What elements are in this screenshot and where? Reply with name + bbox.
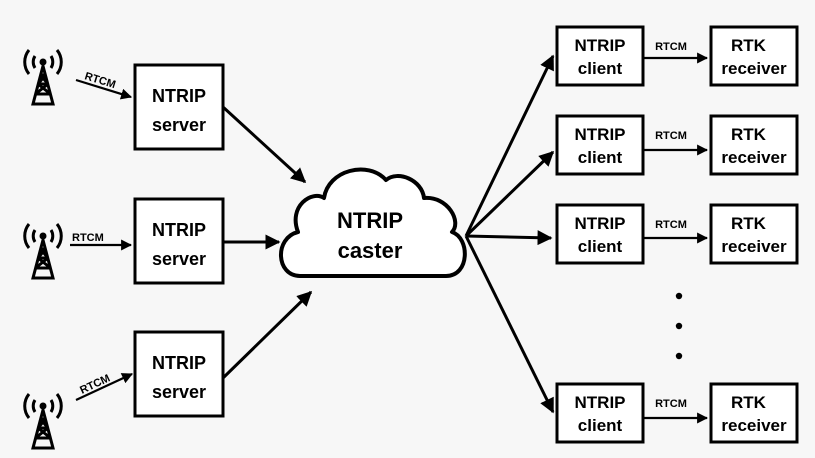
ntrip-server-box: NTRIP server (133, 330, 225, 418)
rtcm-link-arrow (75, 373, 133, 401)
vertical-dots (675, 292, 683, 360)
ntrip-caster-cloud: NTRIP caster (279, 167, 467, 278)
rtk-receiver-box (709, 203, 799, 265)
ntrip-client-box (555, 114, 645, 176)
rtk-receiver-box (709, 25, 799, 87)
cloud-icon (279, 167, 467, 278)
client-label-line2: client (578, 416, 623, 435)
receiver-label-line2: receiver (721, 148, 787, 167)
rtk-receiver-box (709, 382, 799, 444)
client-label-line2: client (578, 148, 623, 167)
receiver-label-line1: RTK (731, 36, 767, 55)
rtcm-label: RTCM (72, 232, 104, 244)
client-label-line1: NTRIP (575, 393, 626, 412)
rtcm-label: RTCM (655, 398, 687, 410)
server-label-line2: server (152, 382, 206, 402)
rtcm-label: RTCM (655, 41, 687, 53)
rtk-receiver-box (709, 114, 799, 176)
antenna-tower-icon (23, 392, 63, 450)
client-label-line2: client (578, 237, 623, 256)
client-row: NTRIP client RTCM RTK receiver (555, 114, 799, 176)
server-label-line1: NTRIP (152, 220, 206, 240)
caster-label-line2: caster (338, 238, 403, 263)
receiver-label-line2: receiver (721, 237, 787, 256)
server-to-caster-arrow (221, 290, 313, 380)
ntrip-client-box (555, 203, 645, 265)
client-row: NTRIP client RTCM RTK receiver (555, 203, 799, 265)
ntrip-client-box (555, 25, 645, 87)
rtcm-label: RTCM (78, 372, 112, 396)
receiver-label-line1: RTK (731, 125, 767, 144)
ntrip-server-box: NTRIP server (133, 63, 225, 151)
antenna-tower-icon (23, 48, 63, 106)
receiver-label-line2: receiver (721, 416, 787, 435)
caster-to-client-arrow (464, 235, 555, 414)
client-label-line1: NTRIP (575, 214, 626, 233)
server-label-line1: NTRIP (152, 86, 206, 106)
caster-to-client-arrow (464, 54, 555, 237)
caster-to-client-arrow (465, 230, 553, 246)
server-label-line2: server (152, 115, 206, 135)
antenna-tower-icon (23, 222, 63, 280)
receiver-label-line1: RTK (731, 214, 767, 233)
rtcm-label: RTCM (655, 130, 687, 142)
caster-to-client-arrow (464, 150, 555, 238)
ntrip-client-box (555, 382, 645, 444)
ntrip-server-box: NTRIP server (133, 197, 225, 285)
rtcm-link-arrow (75, 78, 133, 100)
client-row: NTRIP client RTCM RTK receiver (555, 382, 799, 444)
client-label-line1: NTRIP (575, 125, 626, 144)
receiver-label-line1: RTK (731, 393, 767, 412)
rtcm-label: RTCM (655, 219, 687, 231)
server-to-caster-arrow (221, 105, 307, 184)
client-label-line2: client (578, 59, 623, 78)
caster-label-line1: NTRIP (337, 208, 403, 233)
receiver-label-line2: receiver (721, 59, 787, 78)
server-label-line1: NTRIP (152, 353, 206, 373)
client-label-line1: NTRIP (575, 36, 626, 55)
client-row: NTRIP client RTCM RTK receiver (555, 25, 799, 87)
server-label-line2: server (152, 249, 206, 269)
